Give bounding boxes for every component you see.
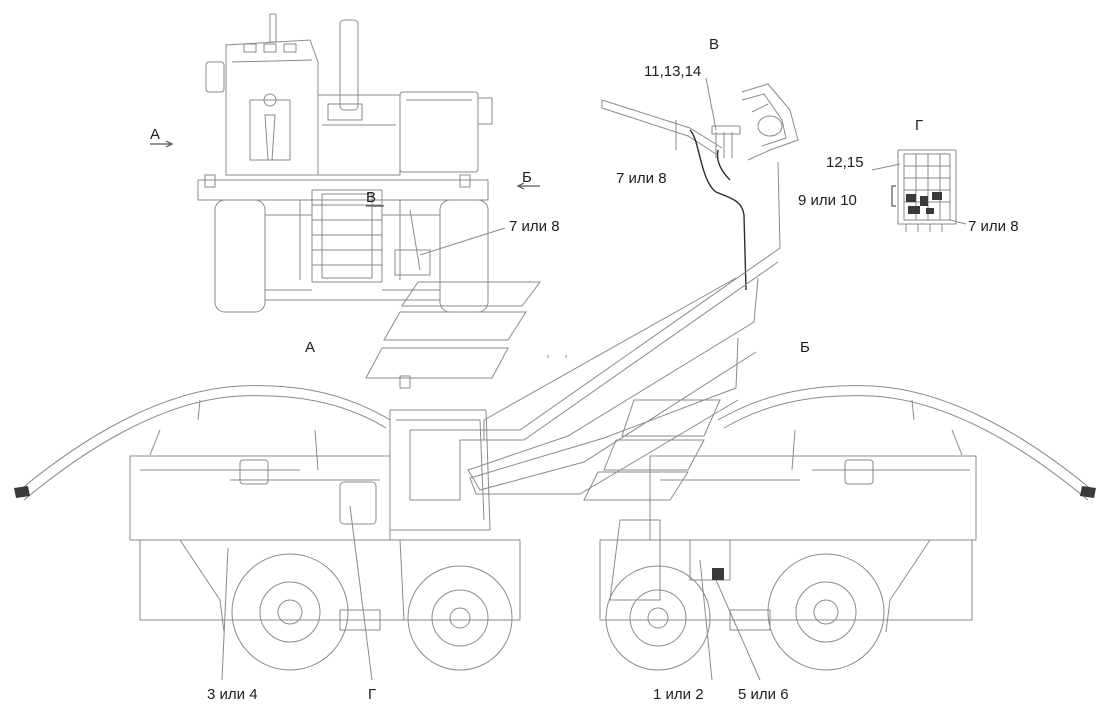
side-view-a-machine [14,375,521,681]
view-g-detail [871,149,967,232]
view-g-marker: Г [368,686,377,703]
view-b-title: Б [800,339,810,356]
view-g-title: Г [915,117,924,134]
callout-9-10: 9 или 10 [798,192,857,209]
view-v-detail [601,77,799,291]
callout-7-8-v: 7 или 8 [616,170,667,187]
harness-layout-outline [365,161,781,501]
arrow-b-label: Б [522,169,532,186]
view-v-marker: В [366,189,377,206]
callout-3-4: 3 или 4 [207,686,258,703]
view-v-title: В [709,36,720,53]
arrow-a-label: А [150,126,161,143]
side-view-b-machine [599,385,1096,681]
callout-11-13-14: 11,13,14 [644,63,702,80]
view-a-title: А [305,339,316,356]
callout-1-2: 1 или 2 [653,686,704,703]
callout-12-15: 12,15 [826,154,864,171]
callout-7-8-front: 7 или 8 [509,218,560,235]
front-view-machine [197,13,506,313]
callout-7-8-g: 7 или 8 [968,218,1019,235]
callout-5-6: 5 или 6 [738,686,789,703]
view-arrows [150,140,540,207]
